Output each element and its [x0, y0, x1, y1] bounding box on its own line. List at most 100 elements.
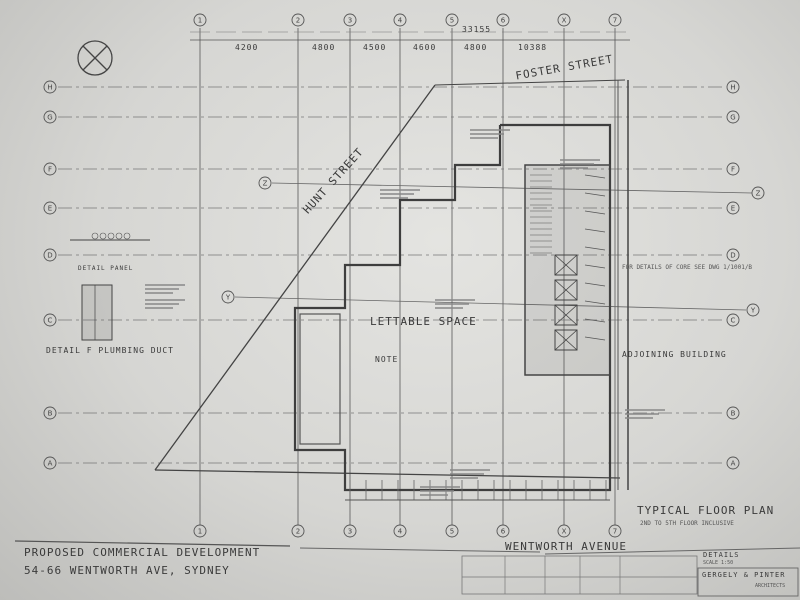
grid-column-1-bubble-label: 1: [198, 17, 202, 25]
grid-row-B-bubble: [726, 406, 740, 420]
grid-column-5-bubble-label: 5: [450, 17, 454, 25]
grid-column-5-bubble: [445, 524, 459, 538]
firm-name: GERGELY & PINTER: [702, 571, 786, 579]
span-dimension: 4500: [363, 43, 387, 52]
core-detail: [584, 318, 606, 323]
core-detail: [584, 300, 606, 305]
insulation-circle: [107, 232, 115, 240]
wentworth-avenue-label: WENTWORTH AVENUE: [505, 540, 627, 553]
grid-z-bubble-label: Z: [263, 180, 268, 188]
core-detail: [584, 336, 606, 341]
title-block-cells: [461, 555, 698, 595]
lift-cross: [554, 304, 578, 326]
grid-column-2-bubble: [291, 524, 305, 538]
foster-street-boundary: [434, 79, 626, 86]
void-outline: [299, 313, 341, 445]
lift-shaft: [554, 329, 578, 351]
grid-row-A-bubble: [726, 456, 740, 470]
core-detail: [584, 246, 606, 251]
core-detail: [584, 264, 606, 269]
grid-row-B-bubble-label: B: [48, 410, 53, 418]
grid-row-F-bubble: [726, 162, 740, 176]
grid-row-G-bubble: [43, 110, 57, 124]
details-label: DETAILS: [703, 551, 740, 559]
firm-role: ARCHITECTS: [755, 583, 786, 589]
span-dimension: 10388: [518, 43, 548, 52]
grid-row-D-bubble-label: D: [47, 252, 52, 260]
lift-shaft: [554, 254, 578, 276]
insulation-circle: [91, 232, 99, 240]
grid-column-7-bubble-label: 7: [613, 17, 617, 25]
grid-y-bubble-label: Y: [750, 307, 756, 315]
plan-subtitle: 2ND TO 5TH FLOOR INCLUSIVE: [640, 520, 734, 527]
grid-column-3-bubble-label: 3: [348, 528, 352, 536]
grid-y-bubble: [221, 290, 235, 304]
north-arrow-icon: [82, 45, 108, 71]
grid-line-z: [271, 182, 753, 194]
grid-column-1-bubble: [193, 13, 207, 27]
lift-shaft: [554, 279, 578, 301]
span-dimension: 4600: [413, 43, 437, 52]
grid-column-4-bubble: [393, 13, 407, 27]
grid-row-C-bubble-label: C: [731, 317, 736, 325]
grid-column-6-bubble: [496, 524, 510, 538]
grid-column-3-bubble-label: 3: [348, 17, 352, 25]
title-rule: [14, 540, 291, 547]
grid-row-F-bubble-label: F: [731, 166, 735, 174]
grid-row-E-bubble: [43, 201, 57, 215]
grid-row-A-bubble: [43, 456, 57, 470]
grid-column-4-bubble: [393, 524, 407, 538]
north-arrow-icon: [77, 40, 113, 76]
grid-column-X-bubble-label: X: [562, 17, 567, 25]
grid-column-2-bubble-label: 2: [296, 528, 300, 536]
grid-column-5-bubble: [445, 13, 459, 27]
core-detail: [584, 192, 606, 197]
grid-column-1-bubble-label: 1: [198, 528, 202, 536]
grid-column-6-bubble-label: 6: [501, 528, 506, 536]
grid-row-D-bubble: [43, 248, 57, 262]
grid-row-A-bubble-label: A: [731, 460, 736, 468]
grid-row-H-bubble-label: H: [47, 84, 52, 92]
grid-row-C-bubble-label: C: [48, 317, 53, 325]
span-dimension: 4800: [464, 43, 488, 52]
grid-column-6-bubble-label: 6: [501, 17, 506, 25]
grid-row-G-bubble: [726, 110, 740, 124]
core-detail: [584, 174, 606, 179]
grid-row-B-bubble-label: B: [731, 410, 736, 418]
project-address: 54-66 WENTWORTH AVE, SYDNEY: [24, 564, 230, 577]
grid-line-y: [234, 296, 747, 311]
grid-row-A-bubble-label: A: [48, 460, 53, 468]
span-dimension: 4800: [312, 43, 336, 52]
adjoining-building-label: ADJOINING BUILDING: [622, 350, 727, 359]
project-title: PROPOSED COMMERCIAL DEVELOPMENT: [24, 546, 261, 559]
grid-column-4-bubble-label: 4: [398, 17, 403, 25]
lift-cross: [554, 279, 578, 301]
hunt-street-boundary: [154, 84, 436, 471]
grid-column-3-bubble: [343, 13, 357, 27]
plan-title: TYPICAL FLOOR PLAN: [637, 504, 775, 517]
grid-row-F-bubble-label: F: [48, 166, 52, 174]
grid-row-B-bubble: [43, 406, 57, 420]
grid-row-D-bubble-label: D: [730, 252, 735, 260]
core-note: FOR DETAILS OF CORE SEE DWG 1/1001/B: [622, 264, 753, 271]
grid-column-2-bubble-label: 2: [296, 17, 300, 25]
insulation-circle: [115, 232, 123, 240]
service-core: [524, 164, 611, 376]
grid-column-7-bubble: [608, 524, 622, 538]
grid-row-C-bubble: [43, 313, 57, 327]
details-scale: SCALE 1:50: [703, 560, 734, 566]
grid-z-bubble-label: Z: [756, 190, 761, 198]
lift-cross: [554, 329, 578, 351]
span-dimension: 4200: [235, 43, 259, 52]
grid-z-bubble: [751, 186, 765, 200]
grid-row-G-bubble-label: G: [47, 114, 52, 122]
plumbing-duct-detail: [81, 284, 113, 341]
plumbing-detail-label: DETAIL F PLUMBING DUCT: [46, 346, 174, 355]
insulation-circle: [99, 232, 107, 240]
grid-row-H-bubble: [43, 80, 57, 94]
grid-row-H-bubble: [726, 80, 740, 94]
lift-shaft: [554, 304, 578, 326]
grid-row-E-bubble-label: E: [731, 205, 735, 213]
title-rule: [544, 547, 800, 555]
